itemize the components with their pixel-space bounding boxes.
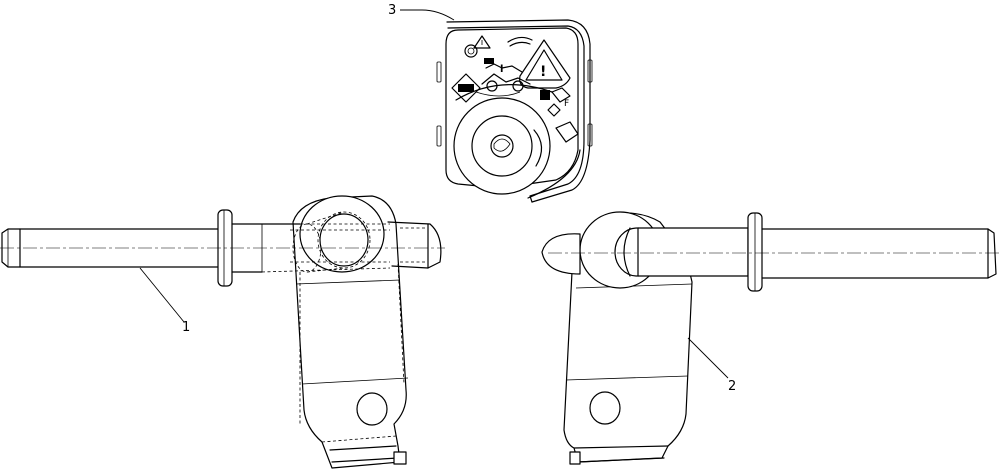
swoosh-icon [507, 36, 533, 47]
part-1-left-lever-assembly [0, 195, 445, 469]
svg-text:l: l [500, 64, 503, 75]
callout-label-3: 3 [388, 3, 396, 18]
callout-2: 2 [687, 337, 736, 394]
machine-icon: l [475, 58, 531, 97]
callout-label-1: 1 [182, 320, 190, 335]
callout-1: 1 [139, 267, 190, 335]
key-tab-icon [555, 121, 579, 143]
svg-text:!: ! [540, 64, 546, 80]
svg-text:F: F [564, 99, 569, 109]
ignition-key-slot-icon [453, 97, 551, 195]
part-2-right-lever-assembly [541, 211, 1000, 465]
warning-triangle-icon: ! [519, 39, 571, 89]
part-3-ignition-plate: ! l [436, 19, 593, 203]
reverse-icon: F [540, 87, 571, 117]
indicator-circle-icon [464, 44, 478, 58]
callout-label-2: 2 [728, 379, 736, 394]
small-warning-icon [473, 35, 491, 49]
callout-3: 3 [388, 3, 455, 21]
